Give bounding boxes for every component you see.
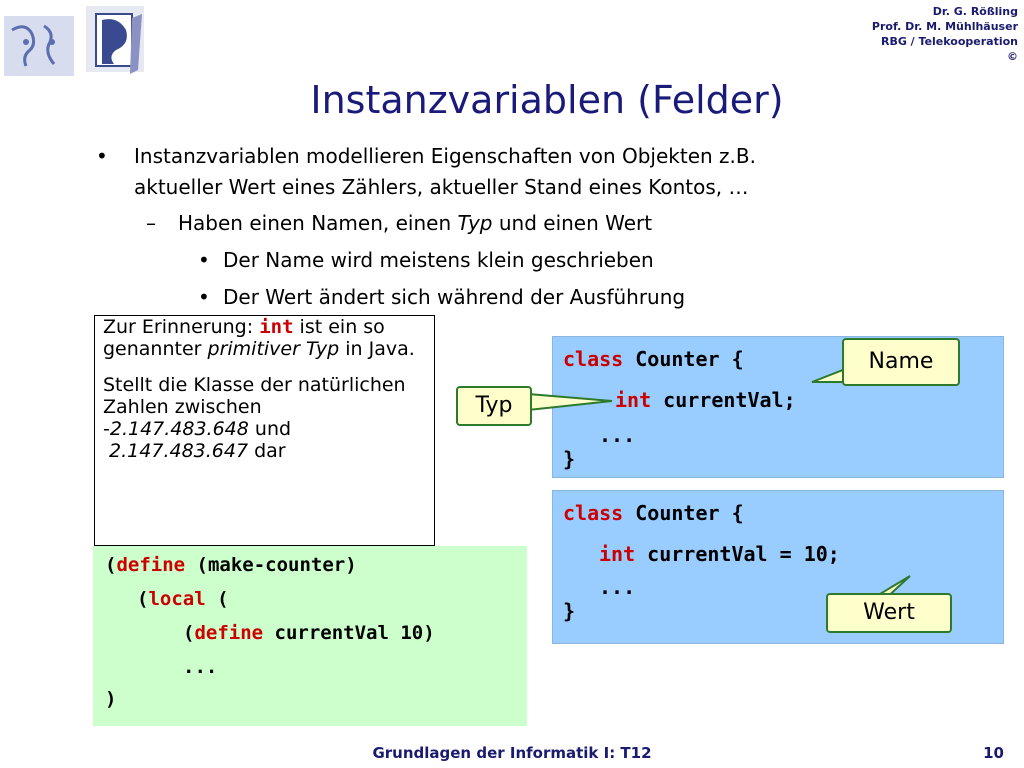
bullet-text: Instanzvariablen modellieren Eigenschaft… [134, 144, 756, 168]
sub-bullet-emphasis: Typ [457, 211, 493, 235]
code-line: } [563, 447, 576, 471]
code-line: ... [183, 656, 218, 678]
text: - [103, 418, 110, 440]
code-text: ( [205, 588, 229, 610]
define-keyword: define [116, 554, 186, 576]
bullet-marker: • [198, 285, 210, 309]
int-keyword: int [259, 316, 294, 338]
bullet-marker: • [96, 144, 108, 168]
text: Zur Erinnerung: [103, 316, 260, 338]
code-text: currentVal; [651, 388, 796, 412]
reminder-paragraph: Zur Erinnerung: int ist ein so genannter… [103, 316, 430, 360]
sub-bullet: Haben einen Namen, einen Typ und einen W… [178, 208, 652, 239]
code-line: ... [599, 575, 636, 599]
text: und [248, 418, 292, 440]
text: dar [248, 440, 286, 462]
code-line: (local ( [137, 588, 229, 610]
code-line: (define currentVal 10) [183, 622, 435, 644]
typ-callout: Typ [456, 386, 532, 426]
code-line: class Counter { [563, 347, 744, 371]
code-line: ... [599, 423, 636, 447]
slide-title: Instanzvariablen (Felder) [310, 78, 784, 122]
class-keyword: class [563, 347, 624, 371]
min-value: 2.147.483.648 [109, 418, 249, 440]
code-text: Counter { [623, 501, 744, 525]
class-keyword: class [563, 501, 624, 525]
reminder-box: Zur Erinnerung: int ist ein so genannter… [94, 315, 435, 546]
text: Stellt die Klasse der natürlichen Zahlen… [103, 374, 406, 418]
max-value: 2.147.483.647 [109, 440, 249, 462]
author-line: RBG / Telekooperation [880, 35, 1018, 48]
code-line: class Counter { [563, 501, 744, 525]
code-text: (make-counter) [185, 554, 357, 576]
bullet-marker: • [198, 248, 210, 272]
code-text: currentVal = 10; [635, 542, 840, 566]
emphasis: primitiver Typ [207, 338, 340, 360]
local-keyword: local [148, 588, 206, 610]
dash-marker: – [146, 211, 156, 235]
java-code-box-initialization: class Counter { int currentVal = 10; ...… [552, 490, 1004, 644]
author-credits: Dr. G. Rößling Prof. Dr. M. Mühlhäuser R… [872, 4, 1018, 64]
code-text: ( [137, 588, 149, 610]
author-line: Dr. G. Rößling [932, 5, 1018, 18]
text: ist ein so genannter [103, 316, 385, 360]
author-line: Prof. Dr. M. Mühlhäuser [871, 20, 1018, 33]
sub-sub-bullet: Der Name wird meistens klein geschrieben [223, 248, 654, 272]
code-text: ( [105, 554, 117, 576]
page-number: 10 [983, 744, 1004, 762]
int-keyword: int [615, 388, 652, 412]
code-text: ( [183, 622, 195, 644]
int-keyword: int [599, 542, 636, 566]
code-line: int currentVal; [615, 388, 796, 412]
sub-bullet-text: und einen Wert [492, 211, 653, 235]
scheme-code-box: (define (make-counter) (local ( (define … [93, 546, 527, 726]
code-line: (define (make-counter) [105, 554, 357, 576]
define-keyword: define [194, 622, 264, 644]
code-text: Counter { [623, 347, 744, 371]
telecooperation-logo [4, 6, 144, 76]
reminder-paragraph: Stellt die Klasse der natürlichen Zahlen… [103, 374, 430, 462]
code-text: currentVal 10) [263, 622, 435, 644]
code-line: } [563, 599, 576, 623]
wert-callout: Wert [826, 593, 952, 633]
code-line: int currentVal = 10; [599, 542, 840, 566]
bullet-text: aktueller Wert eines Zählers, aktueller … [134, 175, 749, 199]
code-line: ) [105, 688, 117, 710]
footer-title: Grundlagen der Informatik I: T12 [372, 744, 652, 762]
name-callout: Name [842, 338, 960, 386]
author-line: © [1007, 50, 1018, 63]
text: in Java. [339, 338, 415, 360]
sub-bullet-text: Haben einen Namen, einen [178, 211, 458, 235]
sub-sub-bullet: Der Wert ändert sich während der Ausführ… [223, 285, 686, 309]
